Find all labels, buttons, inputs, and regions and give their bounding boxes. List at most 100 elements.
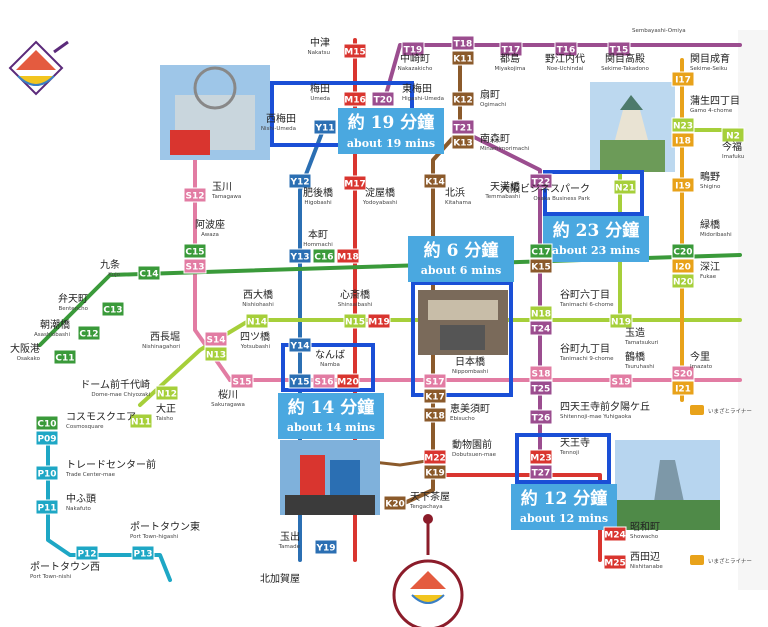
station-code: N23 (673, 122, 693, 132)
station-code-badge (451, 91, 475, 107)
station-code-badge (204, 331, 228, 347)
station-code-badge (183, 187, 207, 203)
station-name-jp: 大阪港 (10, 342, 40, 355)
station-name-en: Shitennoji-mae Yuhigaoka (560, 414, 631, 420)
banner-umeda-en: about 19 mins (347, 137, 435, 150)
station-code-badge (603, 526, 627, 542)
banner-tennoji-jp: 約 12 分鐘 (521, 488, 608, 509)
station-name-jp: 天王寺 (560, 437, 590, 449)
station-code-badge (529, 173, 553, 189)
station-code: I17 (675, 76, 691, 86)
station-name-en: Imafuku (722, 154, 744, 160)
station-name-en: Dome-mae Chiyozaki (91, 392, 150, 398)
station-code-badge (35, 415, 59, 431)
station-code: T27 (532, 469, 551, 479)
station-name-jp: 西梅田 (266, 112, 296, 125)
station-code-badge (671, 258, 695, 274)
station-code-badge (35, 465, 59, 481)
station-name-en: Nishi-Umeda (261, 126, 296, 132)
station-code: M18 (337, 253, 358, 263)
station-name-en: Tanimachi 6-chome (559, 302, 614, 308)
station-code: C20 (673, 248, 692, 258)
station-code-badge (671, 243, 695, 259)
station-code: T18 (454, 40, 473, 50)
station-code-badge (529, 449, 553, 465)
station-code-badge (204, 346, 228, 362)
bus-icon: いまざとライナー いまざとライナー (690, 405, 752, 565)
station-code-badge (671, 132, 695, 148)
station-code: P10 (37, 470, 56, 480)
station-code: I21 (675, 385, 691, 395)
station-name-en: Gamo 4-chome (690, 108, 733, 114)
station-name-en: Yotsubashi (240, 344, 271, 350)
station-code: C10 (37, 420, 56, 430)
station-name-en: Sekime-Seiku (690, 66, 727, 72)
station-code-badge (671, 273, 695, 289)
station-code: M23 (530, 454, 551, 464)
banner-obp: 約 23 分鐘 about 23 mins (543, 216, 649, 262)
station-name-en: Sembayashi-Omiya (632, 28, 686, 34)
station-code: T25 (532, 385, 551, 395)
station-name-jp: 南森町 (480, 132, 510, 145)
station-code: C14 (139, 270, 158, 280)
station-code: K11 (453, 55, 473, 65)
station-name-jp: 中津 (310, 36, 330, 49)
station-code: T19 (404, 46, 423, 56)
station-name-jp: ポートタウン東 (130, 520, 200, 533)
station-code: N11 (131, 418, 151, 428)
station-code: T22 (532, 178, 551, 188)
station-code: S15 (232, 378, 251, 388)
station-code: S14 (206, 336, 225, 346)
station-code: Y15 (289, 378, 309, 388)
station-code: S16 (314, 378, 333, 388)
highlight-namba (281, 343, 375, 392)
station-name-en: Port Town-higashi (130, 534, 179, 540)
line-midosuji-south (431, 473, 602, 562)
imazato-liner-label-2: いまざとライナー (708, 557, 752, 565)
station-name-en: Miyakojima (494, 66, 525, 72)
station-name-jp: 動物園前 (452, 438, 492, 451)
station-name-en: Bentencho (58, 306, 88, 312)
station-name-en: Kitahama (445, 200, 471, 206)
station-name-en: Port Town-nishi (30, 574, 72, 580)
station-code: N12 (157, 390, 177, 400)
station-name-jp: 西田辺 (630, 551, 660, 563)
station-code: N14 (247, 318, 267, 328)
station-code: K15 (531, 263, 551, 273)
station-code-badge (671, 117, 695, 133)
station-code-badge (129, 413, 153, 429)
station-code: M15 (344, 48, 365, 58)
station-code-badge (137, 265, 161, 281)
station-code-badge (671, 177, 695, 193)
station-code-badge (183, 258, 207, 274)
station-code: N2 (726, 132, 740, 142)
station-code-badge (529, 305, 553, 321)
station-name-jp: なんば (315, 349, 345, 361)
station-code-badge (423, 388, 447, 404)
station-name-en: Higashi-Umeda (402, 96, 444, 102)
station-name-en: Tanimachi 9-chome (559, 356, 614, 362)
banner-tennoji: 約 12 分鐘 about 12 mins (511, 484, 617, 530)
station-code-badge (451, 50, 475, 66)
station-code: Y19 (315, 544, 335, 554)
